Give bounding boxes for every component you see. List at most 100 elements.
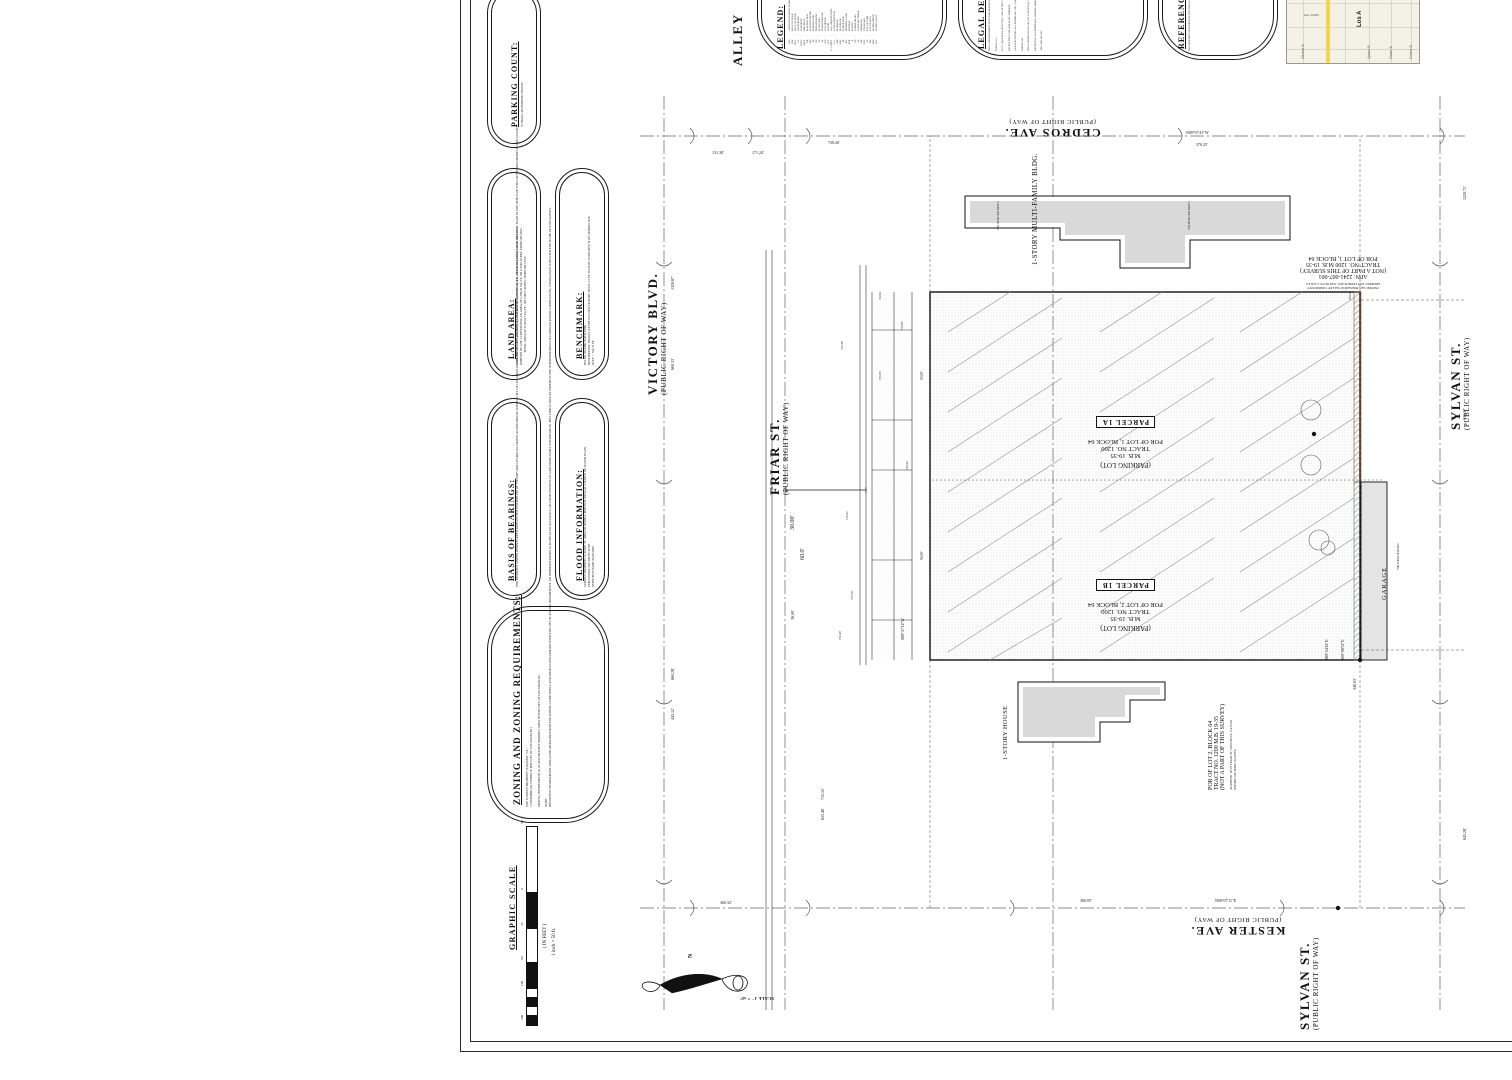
- building-label-garage: GARAGE: [1381, 567, 1414, 607]
- cedros-ave-sub: (PUBLIC RIGHT OF WAY): [1008, 118, 1096, 125]
- info-box-zoning[interactable]: ZONING AND ZONING REQUIREMENTS: THE SUBJ…: [487, 207, 609, 823]
- bearing-2: S00°08'31"E: [1340, 639, 1345, 660]
- spot-elevation-0: 711.68: [840, 341, 844, 350]
- dim-parcel-0: 50.00': [920, 371, 924, 380]
- friar-st-name: FRIAR ST.: [767, 417, 782, 495]
- north-adjacent-tract: TRACT NO. 1200 M.B. 19-35: [1306, 261, 1381, 267]
- scale-tick-2: 25: [520, 922, 524, 926]
- info-box-flood-information[interactable]: FLOOD INFORMATION: SUBJECT PROPERTY IS Z…: [555, 398, 609, 600]
- spot-elevation-3: 713.81: [900, 321, 904, 330]
- dim-west-1: 660.33': [670, 358, 675, 370]
- garage-label: GARAGE: [1381, 566, 1388, 600]
- bearing-1: N00°07'11"E: [1215, 898, 1237, 903]
- south-adjacent-owner: OWNER: RICHARD ACOSTA: [1233, 749, 1237, 790]
- scale-tick-5: 200: [520, 1014, 524, 1020]
- info-box-reference[interactable]: REFERENCE: THE PROPERTY DESCRIPTION AND …: [1158, 0, 1278, 60]
- north-adjacent-lot: POR OF LOT 1, BLOCK 64: [1308, 255, 1378, 261]
- parcel-1b-lot: POR OF LOT 2, BLOCK 64: [1088, 601, 1164, 608]
- dim-west-2: 660.28': [670, 668, 675, 680]
- kester-ave-sub: (PUBLIC RIGHT OF WAY): [1194, 916, 1282, 923]
- vicinity-highway-label: Hwy 11000: [1304, 13, 1319, 17]
- friar-st-sub: (PUBLIC RIGHT OF WAY): [782, 402, 790, 495]
- dim-east-1: 630.37': [1462, 408, 1467, 420]
- dim-east-2: 645.28': [1462, 828, 1467, 840]
- victory-blvd-sub: (PUBLIC RIGHT OF WAY): [660, 302, 668, 395]
- dim-parcel-4: 36.00': [790, 610, 795, 620]
- south-adjacent-notapart: (NOT A PART OF THIS SURVEY): [1220, 703, 1226, 790]
- dim-north-0: 131.38': [712, 150, 724, 155]
- parcel-label-1b: (PARKING LOT) M.B. 19-35 TRACT NO. 1200 …: [1088, 578, 1163, 632]
- spot-elevation-8: 712.48: [838, 631, 842, 640]
- scale-seg-1: [526, 892, 538, 930]
- dim-north-3: 370.25': [1196, 142, 1208, 147]
- parcel-1a-mb: M.B. 19-35: [1110, 452, 1141, 459]
- dim-west-5: 715.55': [820, 788, 825, 800]
- victory-blvd-name: VICTORY BLVD.: [645, 272, 660, 395]
- north-adjacent-address: ADDRESS: 6319 CEDROS AVE, VAN NUYS, CA 9…: [1305, 282, 1381, 286]
- sylvan-st-south-name: SYLVAN ST.: [1297, 941, 1312, 1030]
- north-arrow: SCALE 1" = 50': [740, 995, 774, 1000]
- info-box-benchmark[interactable]: BENCHMARK: BM NO. 08-2489 (NAVD 1988) DE…: [555, 168, 609, 380]
- street-label-cedros-ave: CEDROS AVE. (PUBLIC RIGHT OF WAY): [1004, 118, 1101, 140]
- vicinity-map-inset[interactable]: Hwy 11000 Los A Gaviota Dr Sylvan St Cha…: [1286, 0, 1420, 64]
- bearing-0: N00°07'41"W: [1186, 130, 1209, 135]
- scale-tick-4: 100: [520, 980, 524, 986]
- parcel-1a-lot: POR OF LOT 1, BLOCK 64: [1088, 438, 1164, 445]
- adjacent-parcel-note-north: OWNER: SAN FERNANDO VALLEY COMMUNITY ADD…: [1300, 255, 1386, 290]
- dim-parcel-1: 56.00': [920, 551, 924, 560]
- spot-elevation-7: 713.70: [850, 591, 854, 600]
- scale-tick-3: 50: [520, 956, 524, 960]
- dim-parcel-3: 60.0': [800, 548, 806, 560]
- dim-north-2: 730.26': [828, 140, 840, 145]
- alley-name: ALLEY: [730, 13, 745, 66]
- info-box-land-area[interactable]: LAND AREA: PORTION OF LOT 1 (100 HOUSE) …: [487, 168, 541, 380]
- graphic-scale-title: GRAPHIC SCALE: [508, 865, 517, 950]
- bearing-3: S89°54'41"E: [1324, 639, 1329, 660]
- scale-seg-2: [526, 928, 538, 964]
- vicinity-road-h3: [1287, 49, 1419, 50]
- south-building-label: 1-STORY HOUSE: [1002, 705, 1009, 761]
- parcel-1b-tract: TRACT NO. 1200: [1101, 608, 1150, 615]
- north-adjacent-notapart: (NOT A PART OF THIS SURVEY): [1300, 267, 1387, 273]
- graphic-scale-ratio: 1 inch = 50 ft.: [552, 927, 557, 956]
- scale-seg-0: [526, 826, 538, 894]
- scale-seg-3: [526, 962, 538, 990]
- roof-elev-garage: 709.9 ROOF ELEV.: [1396, 542, 1400, 570]
- info-box-basis-of-bearings[interactable]: BASIS OF BEARINGS: THE BEARINGS SHOWN HE…: [487, 125, 541, 600]
- north-arrow-scale-label: SCALE 1" = 50': [740, 995, 775, 1000]
- vicinity-road-v5: [1411, 0, 1412, 63]
- graphic-scale: GRAPHIC SCALE ( IN FEET ) 1 inch = 50 ft…: [498, 820, 562, 1026]
- dim-north-4: 1220.71': [1462, 186, 1467, 200]
- north-adjacent-apn: APN: 2241-007-001: [1318, 273, 1368, 279]
- building-label-north: 1-STORY MULTI-FAMILY BLDG.: [1031, 153, 1143, 273]
- spot-elevation-5: 709.55: [1348, 291, 1352, 300]
- graphic-scale-unit-note: ( IN FEET ): [543, 923, 548, 948]
- info-box-parking-count[interactable]: PARKING COUNT: 37 REGULAR PARKING SPACES: [487, 0, 541, 148]
- kester-ave-name: KESTER AVE.: [1190, 924, 1286, 938]
- vicinity-road-h1: [1287, 3, 1419, 4]
- spot-elevation-2: 711.65: [878, 371, 882, 380]
- info-box-legal-description[interactable]: LEGAL DESCRIPTION: THE LAND REFERRED TO …: [958, 0, 1148, 60]
- cedros-ave-name: CEDROS AVE.: [1004, 126, 1101, 140]
- bearing-4: S89°57'14"W: [900, 618, 905, 640]
- parcel-1b-tag: PARCEL 1B: [1096, 579, 1155, 591]
- dim-north-1: 171.24': [752, 150, 764, 155]
- parcel-1b-use: (PARKING LOT): [1100, 624, 1151, 632]
- dim-parcel-2: 30.00': [790, 515, 796, 530]
- vicinity-road-h2: [1287, 27, 1419, 28]
- scale-seg-7: [526, 1015, 538, 1026]
- north-arrow-letter: N: [688, 953, 694, 958]
- vicinity-road-v2: [1345, 0, 1346, 63]
- north-adjacent-owner: OWNER: SAN FERNANDO VALLEY COMMUNITY: [1307, 286, 1379, 290]
- adjacent-parcel-note-south: POR OF LOT 2, BLOCK 64 TRACT NO. 1200 M.…: [1208, 704, 1294, 819]
- vicinity-road-v3: [1369, 0, 1370, 63]
- parcel-1a-tract: TRACT NO. 1200: [1101, 445, 1150, 452]
- dim-west-3: 445.12': [670, 708, 675, 720]
- dim-east-3: 340.03': [1352, 678, 1357, 690]
- spot-elevation-1: 712.01: [878, 291, 882, 300]
- scale-tick-0: 50: [520, 820, 524, 824]
- spot-elevation-4: 714.62: [905, 461, 909, 470]
- dim-west-6: 360.32': [720, 900, 732, 905]
